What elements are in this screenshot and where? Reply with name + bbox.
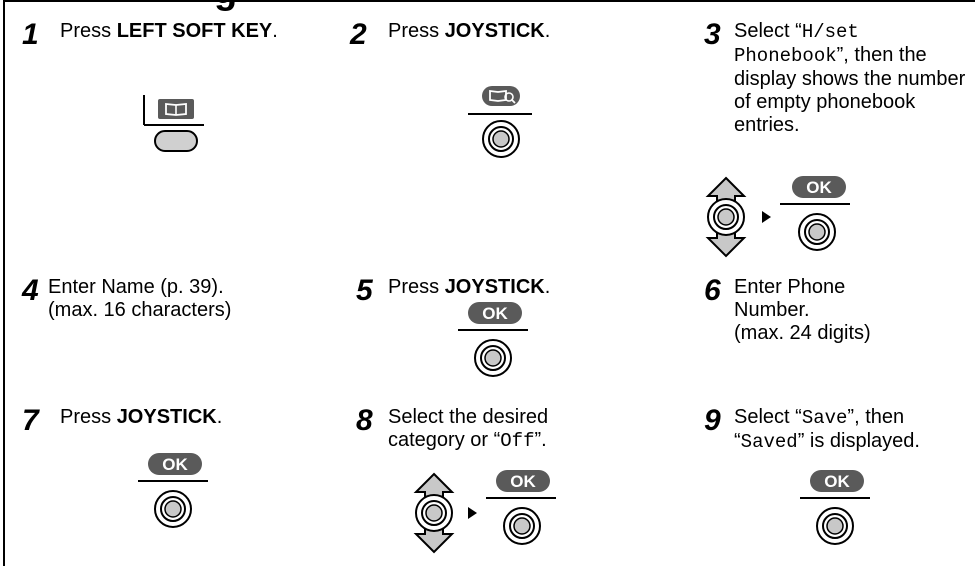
step-instruction: Press LEFT SOFT KEY.: [60, 20, 278, 42]
ok-label: OK: [824, 472, 850, 491]
step-1: 1 Press LEFT SOFT KEY.: [22, 20, 322, 190]
joystick-navigate-then-ok-icon: OK: [412, 468, 612, 566]
joystick-ok-icon: OK: [136, 451, 216, 537]
step-instruction: Select the desired category or “Off”.: [388, 406, 549, 452]
step-6: 6 Enter Phone Number. (max. 24 digits): [704, 276, 975, 376]
step-number: 1: [22, 18, 39, 51]
step-number: 5: [356, 274, 373, 307]
step-instruction: Press JOYSTICK.: [60, 406, 223, 428]
step-8: 8 Select the desired category or “Off”. …: [356, 406, 676, 566]
ok-label: OK: [806, 178, 832, 197]
step-5: 5 Press JOYSTICK. OK: [356, 276, 656, 386]
step-2: 2 Press JOYSTICK.: [350, 20, 650, 190]
step-number: 4: [22, 274, 39, 307]
step-7: 7 Press JOYSTICK. OK: [22, 406, 322, 566]
step-4: 4 Enter Name (p. 39). (max. 16 character…: [22, 276, 322, 356]
step-number: 3: [704, 18, 721, 51]
step-instruction: Enter Name (p. 39). (max. 16 characters): [48, 276, 232, 321]
step-9: 9 Select “Save”, then “Saved” is display…: [704, 406, 975, 566]
step-number: 8: [356, 404, 373, 437]
left-soft-key-phonebook-icon: [142, 95, 206, 159]
joystick-navigate-then-ok-icon: OK: [704, 172, 944, 267]
step-instruction: Select “H/set Phonebook”, then the displ…: [734, 20, 966, 136]
ok-label: OK: [162, 455, 188, 474]
ok-label: OK: [482, 304, 508, 323]
joystick-ok-icon: OK: [798, 468, 878, 558]
joystick-ok-icon: OK: [456, 300, 536, 386]
step-instruction: Select “Save”, then “Saved” is displayed…: [734, 406, 920, 453]
step-number: 6: [704, 274, 721, 307]
step-number: 2: [350, 18, 367, 51]
joystick-phonebook-icon: [460, 84, 540, 184]
section-heading-fragment: g: [214, 0, 238, 13]
step-instruction: Press JOYSTICK.: [388, 276, 551, 298]
step-instruction: Enter Phone Number. (max. 24 digits): [734, 276, 871, 344]
step-instruction: Press JOYSTICK.: [388, 20, 551, 42]
page-top-rule: [3, 0, 975, 2]
ok-label: OK: [510, 472, 536, 491]
step-3: 3 Select “H/set Phonebook”, then the dis…: [704, 18, 975, 258]
step-number: 7: [22, 404, 39, 437]
page-left-rule: [3, 0, 5, 566]
step-number: 9: [704, 404, 721, 437]
